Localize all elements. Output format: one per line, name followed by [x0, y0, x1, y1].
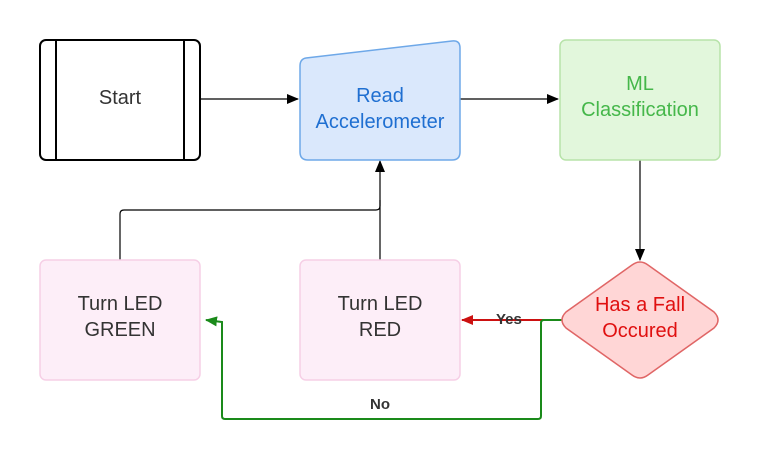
read-label-line2: Accelerometer [316, 111, 445, 133]
no-label: No [370, 396, 390, 413]
fall-decision-node: Has a Fall Occured [561, 261, 719, 379]
decision-label-line1: Has a Fall [595, 294, 685, 316]
edge-green-to-read [119, 200, 381, 260]
start-label: Start [99, 87, 142, 109]
ml-label-line2: Classification [581, 99, 699, 121]
led-green-label-line1: Turn LED [78, 293, 163, 315]
read-label-line1: Read [356, 85, 404, 107]
led-green-label-line2: GREEN [84, 319, 155, 341]
led-red-label-line1: Turn LED [338, 293, 423, 315]
decision-label-line2: Occured [602, 320, 678, 342]
read-accelerometer-node: Read Accelerometer [299, 40, 461, 161]
led-red-label-line2: RED [359, 319, 401, 341]
yes-label: Yes [496, 311, 522, 328]
start-node: Start [39, 39, 201, 161]
ml-label-line1: ML [626, 73, 654, 95]
turn-led-red-node: Turn LED RED [299, 259, 461, 381]
ml-classification-node: ML Classification [559, 39, 721, 161]
turn-led-green-node: Turn LED GREEN [39, 259, 201, 381]
edge-no-decision-to-green [205, 316, 562, 420]
